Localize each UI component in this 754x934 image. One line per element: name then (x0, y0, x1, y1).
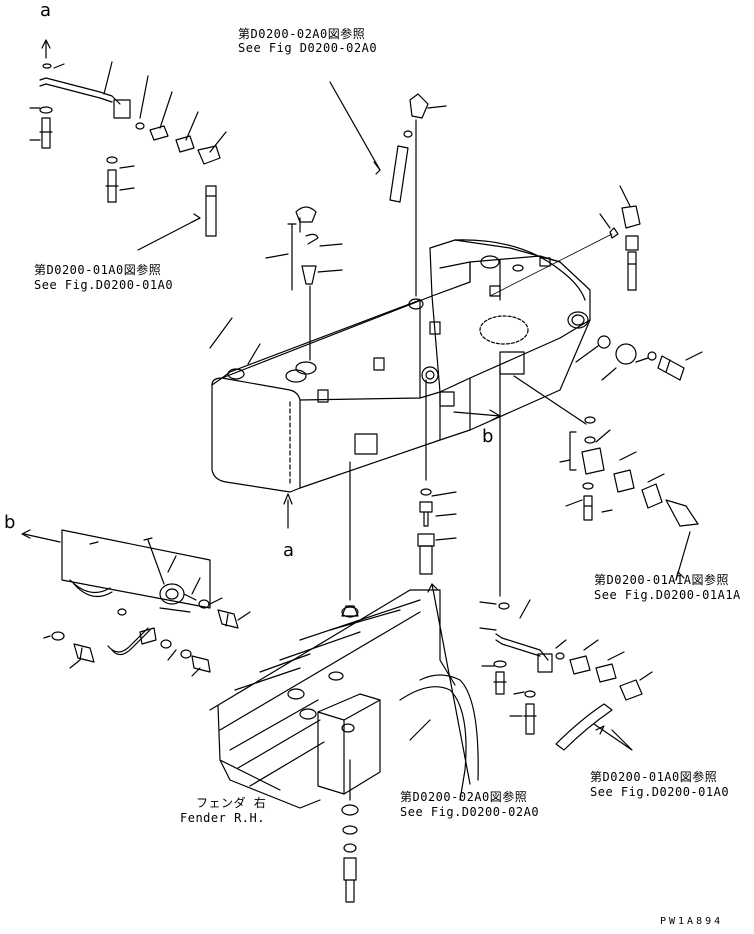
callout-leaders (89, 317, 293, 545)
fender-frame (209, 589, 479, 809)
top-left-fitting-group (29, 39, 227, 251)
left-sensor-harness (21, 529, 251, 677)
marker-b-left: b (4, 512, 16, 533)
ref-right-bottom-jp: 第D0200-01A0図参照 (590, 770, 718, 784)
ref-right-mid-jp: 第D0200-01A1A図参照 (594, 573, 729, 587)
fuel-tank (211, 239, 591, 493)
ref-bottom-en: See Fig.D0200-02A0 (400, 805, 540, 819)
right-top-fitting (489, 185, 703, 381)
center-mounting-rod (417, 379, 501, 575)
breather-assembly (265, 81, 447, 361)
ref-right-bottom-en: See Fig.D0200-01A0 (590, 785, 730, 799)
fender-label-en: Fender R.H. (180, 811, 265, 825)
marker-b-right: b (482, 426, 494, 447)
marker-a-top: a (40, 0, 52, 21)
bottom-right-fitting-group (427, 367, 653, 785)
ref-top-jp: 第D0200-02A0図参照 (238, 27, 366, 41)
marker-a-bottom: a (283, 540, 295, 561)
right-mid-line-assembly (513, 375, 699, 581)
ref-bottom-jp: 第D0200-02A0図参照 (400, 790, 528, 804)
fender-label-jp: フェンダ 右 (196, 796, 267, 810)
drawing-code: PW1A894 (660, 916, 724, 927)
tank-mount-bolt-stack (341, 461, 359, 903)
ref-left-jp: 第D0200-01A0図参照 (34, 263, 162, 277)
ref-right-mid-en: See Fig.D0200-01A1A (594, 588, 741, 602)
ref-left-en: See Fig.D0200-01A0 (34, 278, 174, 292)
ref-top-en: See Fig D0200-02A0 (238, 41, 378, 55)
